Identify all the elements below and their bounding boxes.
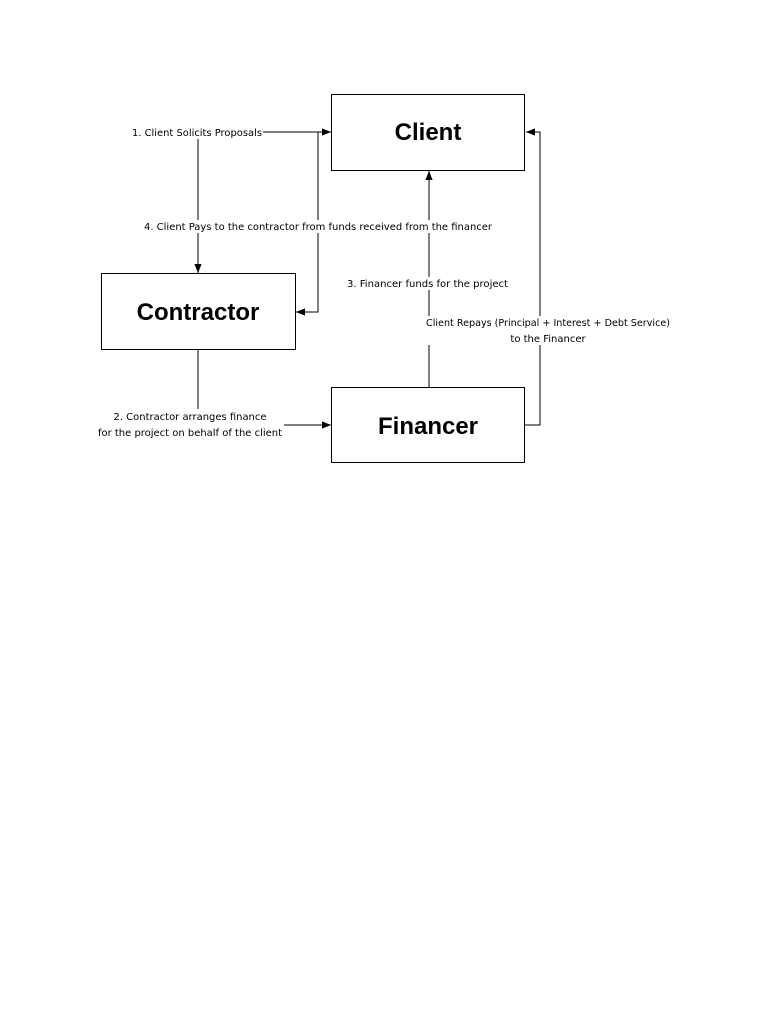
label-repay: Client Repays (Principal + Interest + De… — [424, 316, 672, 345]
label-solicit: 1. Client Solicits Proposals — [131, 126, 263, 139]
label-pays: 4. Client Pays to the contractor from fu… — [143, 220, 493, 233]
label-funds-text: 3. Financer funds for the project — [347, 279, 508, 290]
label-arrange-line1: 2. Contractor arranges finance — [114, 412, 267, 423]
client-node: Client — [331, 94, 525, 171]
label-funds: 3. Financer funds for the project — [346, 277, 509, 290]
financer-node: Financer — [331, 387, 525, 463]
contractor-node-title: Contractor — [137, 299, 260, 326]
label-arrange-line2: for the project on behalf of the client — [98, 428, 282, 439]
label-repay-line1: Client Repays (Principal + Interest + De… — [426, 318, 670, 329]
financer-node-title: Financer — [378, 413, 478, 440]
label-pays-text: 4. Client Pays to the contractor from fu… — [144, 222, 493, 233]
label-arrange: 2. Contractor arranges finance for the p… — [96, 409, 284, 439]
label-solicit-text: 1. Client Solicits Proposals — [132, 128, 262, 139]
contractor-node: Contractor — [101, 273, 296, 350]
edge-client-repays-financer — [525, 128, 541, 426]
client-node-title: Client — [395, 119, 462, 146]
label-repay-line2: to the Financer — [510, 334, 586, 345]
